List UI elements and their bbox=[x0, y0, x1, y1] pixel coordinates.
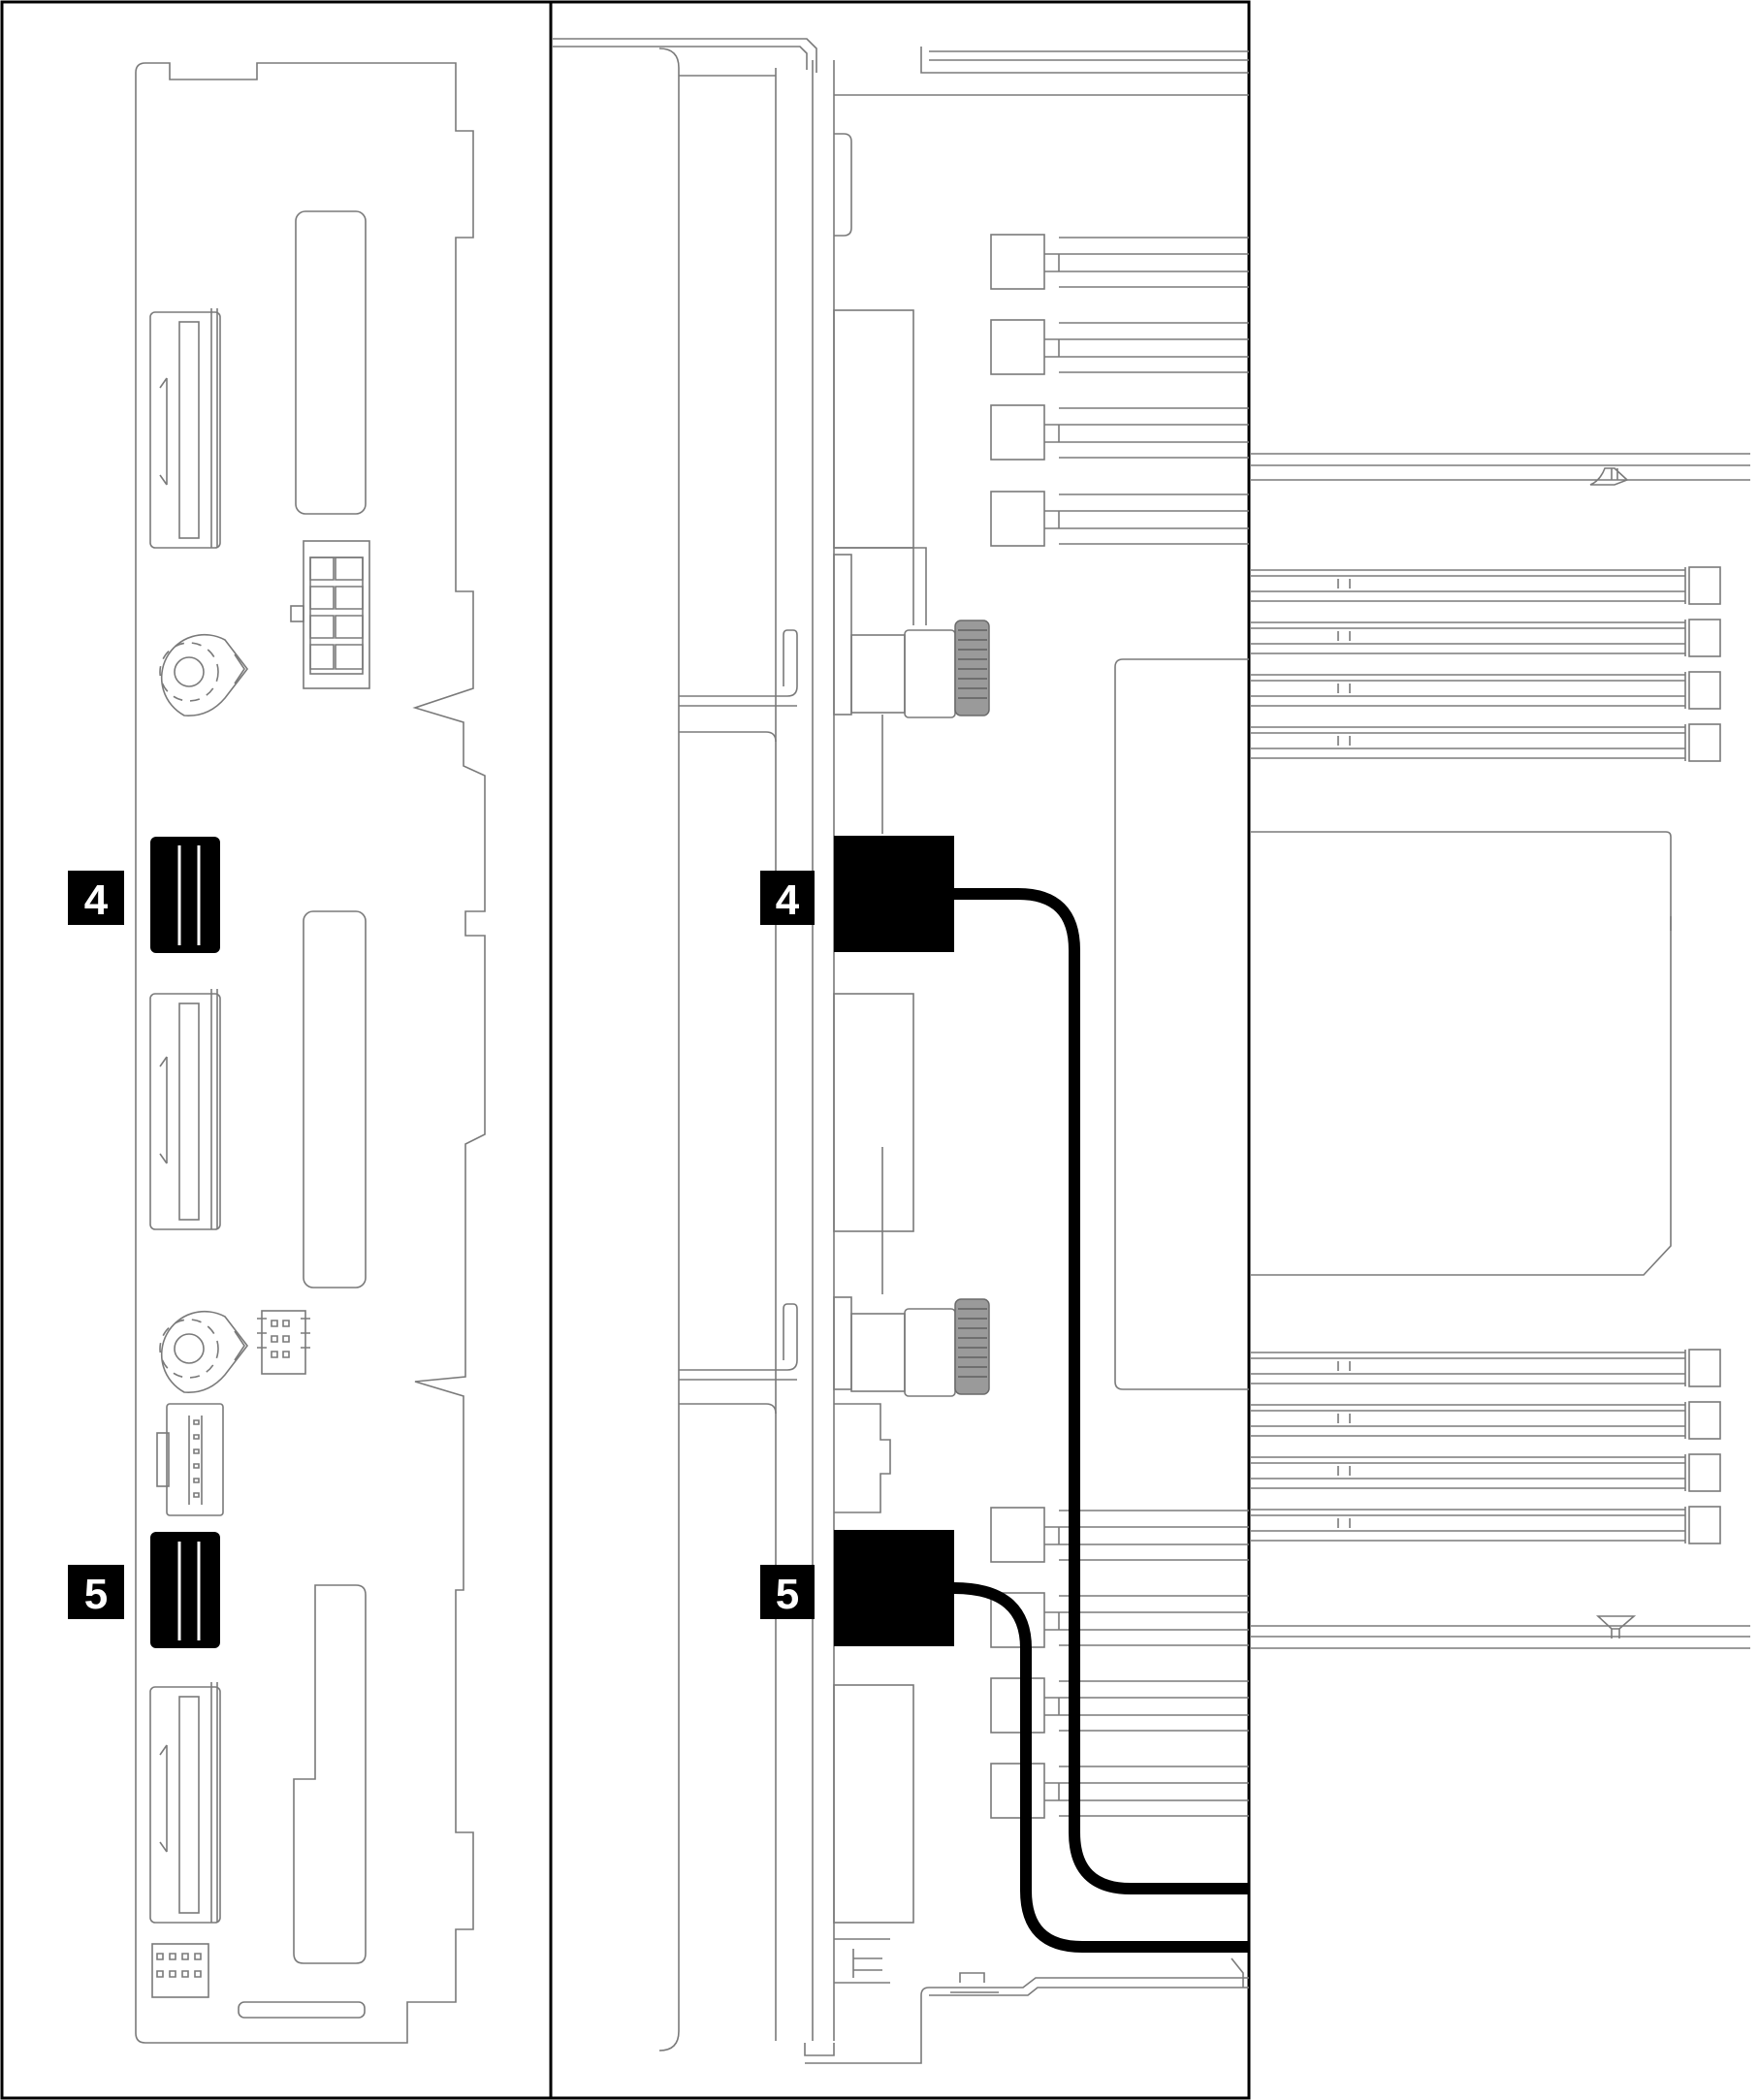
drive-connectors-ext-bottom bbox=[1251, 1349, 1721, 1544]
bottom-tray-corner bbox=[1231, 1957, 1244, 1988]
power-connector bbox=[290, 540, 370, 689]
right-callout-4: 4 bbox=[760, 871, 815, 925]
channel-block-3 bbox=[833, 1684, 914, 1924]
slot-connector-1 bbox=[149, 308, 221, 549]
bottom-tray bbox=[805, 1977, 1249, 2064]
highlighted-connector-4-left bbox=[150, 837, 220, 953]
ribbon-header bbox=[156, 1403, 224, 1516]
top-rail bbox=[553, 38, 817, 73]
slot-connector-3 bbox=[149, 1682, 221, 1924]
channel-block-2 bbox=[833, 993, 914, 1232]
highlighted-connector-5-left bbox=[150, 1532, 220, 1648]
cable-4 bbox=[954, 888, 1249, 1894]
cage-bottom bbox=[804, 2043, 835, 2056]
slot-connector-2 bbox=[149, 989, 221, 1230]
left-panel: 4 5 bbox=[0, 0, 553, 2100]
highlighted-connector-5-right bbox=[834, 1530, 954, 1646]
fan-connector-1 bbox=[850, 620, 990, 718]
right-callout-4-label: 4 bbox=[776, 876, 800, 924]
cage-latch-2 bbox=[679, 1303, 798, 1381]
left-callout-4: 4 bbox=[68, 871, 124, 925]
channel-part-1 bbox=[834, 133, 852, 237]
board-cutout-2 bbox=[303, 910, 367, 1289]
top-rail-right bbox=[920, 47, 1249, 74]
bottom-tray-clip bbox=[950, 1972, 999, 1993]
highlighted-connector-4-right bbox=[834, 836, 954, 952]
rail-top bbox=[1251, 453, 1750, 481]
cable-5 bbox=[953, 1582, 1249, 1953]
channel-part-4 bbox=[833, 1296, 852, 1390]
slot-tab bbox=[238, 2001, 366, 2019]
cage-latch-1 bbox=[679, 629, 798, 707]
left-callout-5-label: 5 bbox=[84, 1571, 108, 1618]
board-cutout-1 bbox=[295, 210, 367, 515]
channel-part-3 bbox=[833, 554, 852, 716]
left-callout-5: 5 bbox=[68, 1565, 124, 1619]
channel-block-1 bbox=[833, 309, 914, 549]
rail-bottom bbox=[1251, 1625, 1750, 1649]
left-callout-4-label: 4 bbox=[84, 876, 109, 924]
pin-header-2 bbox=[151, 1943, 209, 1998]
bottom-connector bbox=[834, 1938, 890, 1984]
mounting-post-1 bbox=[159, 633, 249, 716]
right-callout-5: 5 bbox=[760, 1565, 815, 1619]
cage-divider-1 bbox=[679, 731, 777, 743]
channel-part-2 bbox=[834, 547, 927, 625]
drive-bay-connectors-top bbox=[990, 234, 1249, 547]
drive-connectors-ext-top bbox=[1251, 566, 1721, 762]
backplane-board-outline bbox=[135, 62, 486, 2044]
left-panel-frame bbox=[0, 0, 553, 2100]
drive-cage-left bbox=[658, 48, 680, 2052]
bottom-bracket bbox=[834, 1403, 891, 1513]
fan-connector-2 bbox=[850, 1298, 990, 1397]
central-component bbox=[1114, 658, 1249, 1390]
large-component bbox=[1251, 831, 1672, 1276]
right-panel-frame bbox=[549, 0, 1251, 2100]
mounting-post-2 bbox=[159, 1310, 249, 1393]
cage-divider-2 bbox=[679, 1403, 777, 1415]
extended-chassis bbox=[1251, 453, 1750, 1649]
right-callout-5-label: 5 bbox=[776, 1571, 799, 1618]
cage-rails bbox=[775, 60, 835, 2041]
right-panel: 4 5 bbox=[549, 0, 1251, 2100]
rail-bottom-clip bbox=[1595, 1615, 1637, 1639]
drive-bay-connectors-bottom bbox=[990, 1507, 1249, 1819]
pin-header-1 bbox=[257, 1310, 310, 1375]
board-cutout-3 bbox=[293, 1584, 367, 1964]
rail-top-clip bbox=[1589, 467, 1629, 486]
